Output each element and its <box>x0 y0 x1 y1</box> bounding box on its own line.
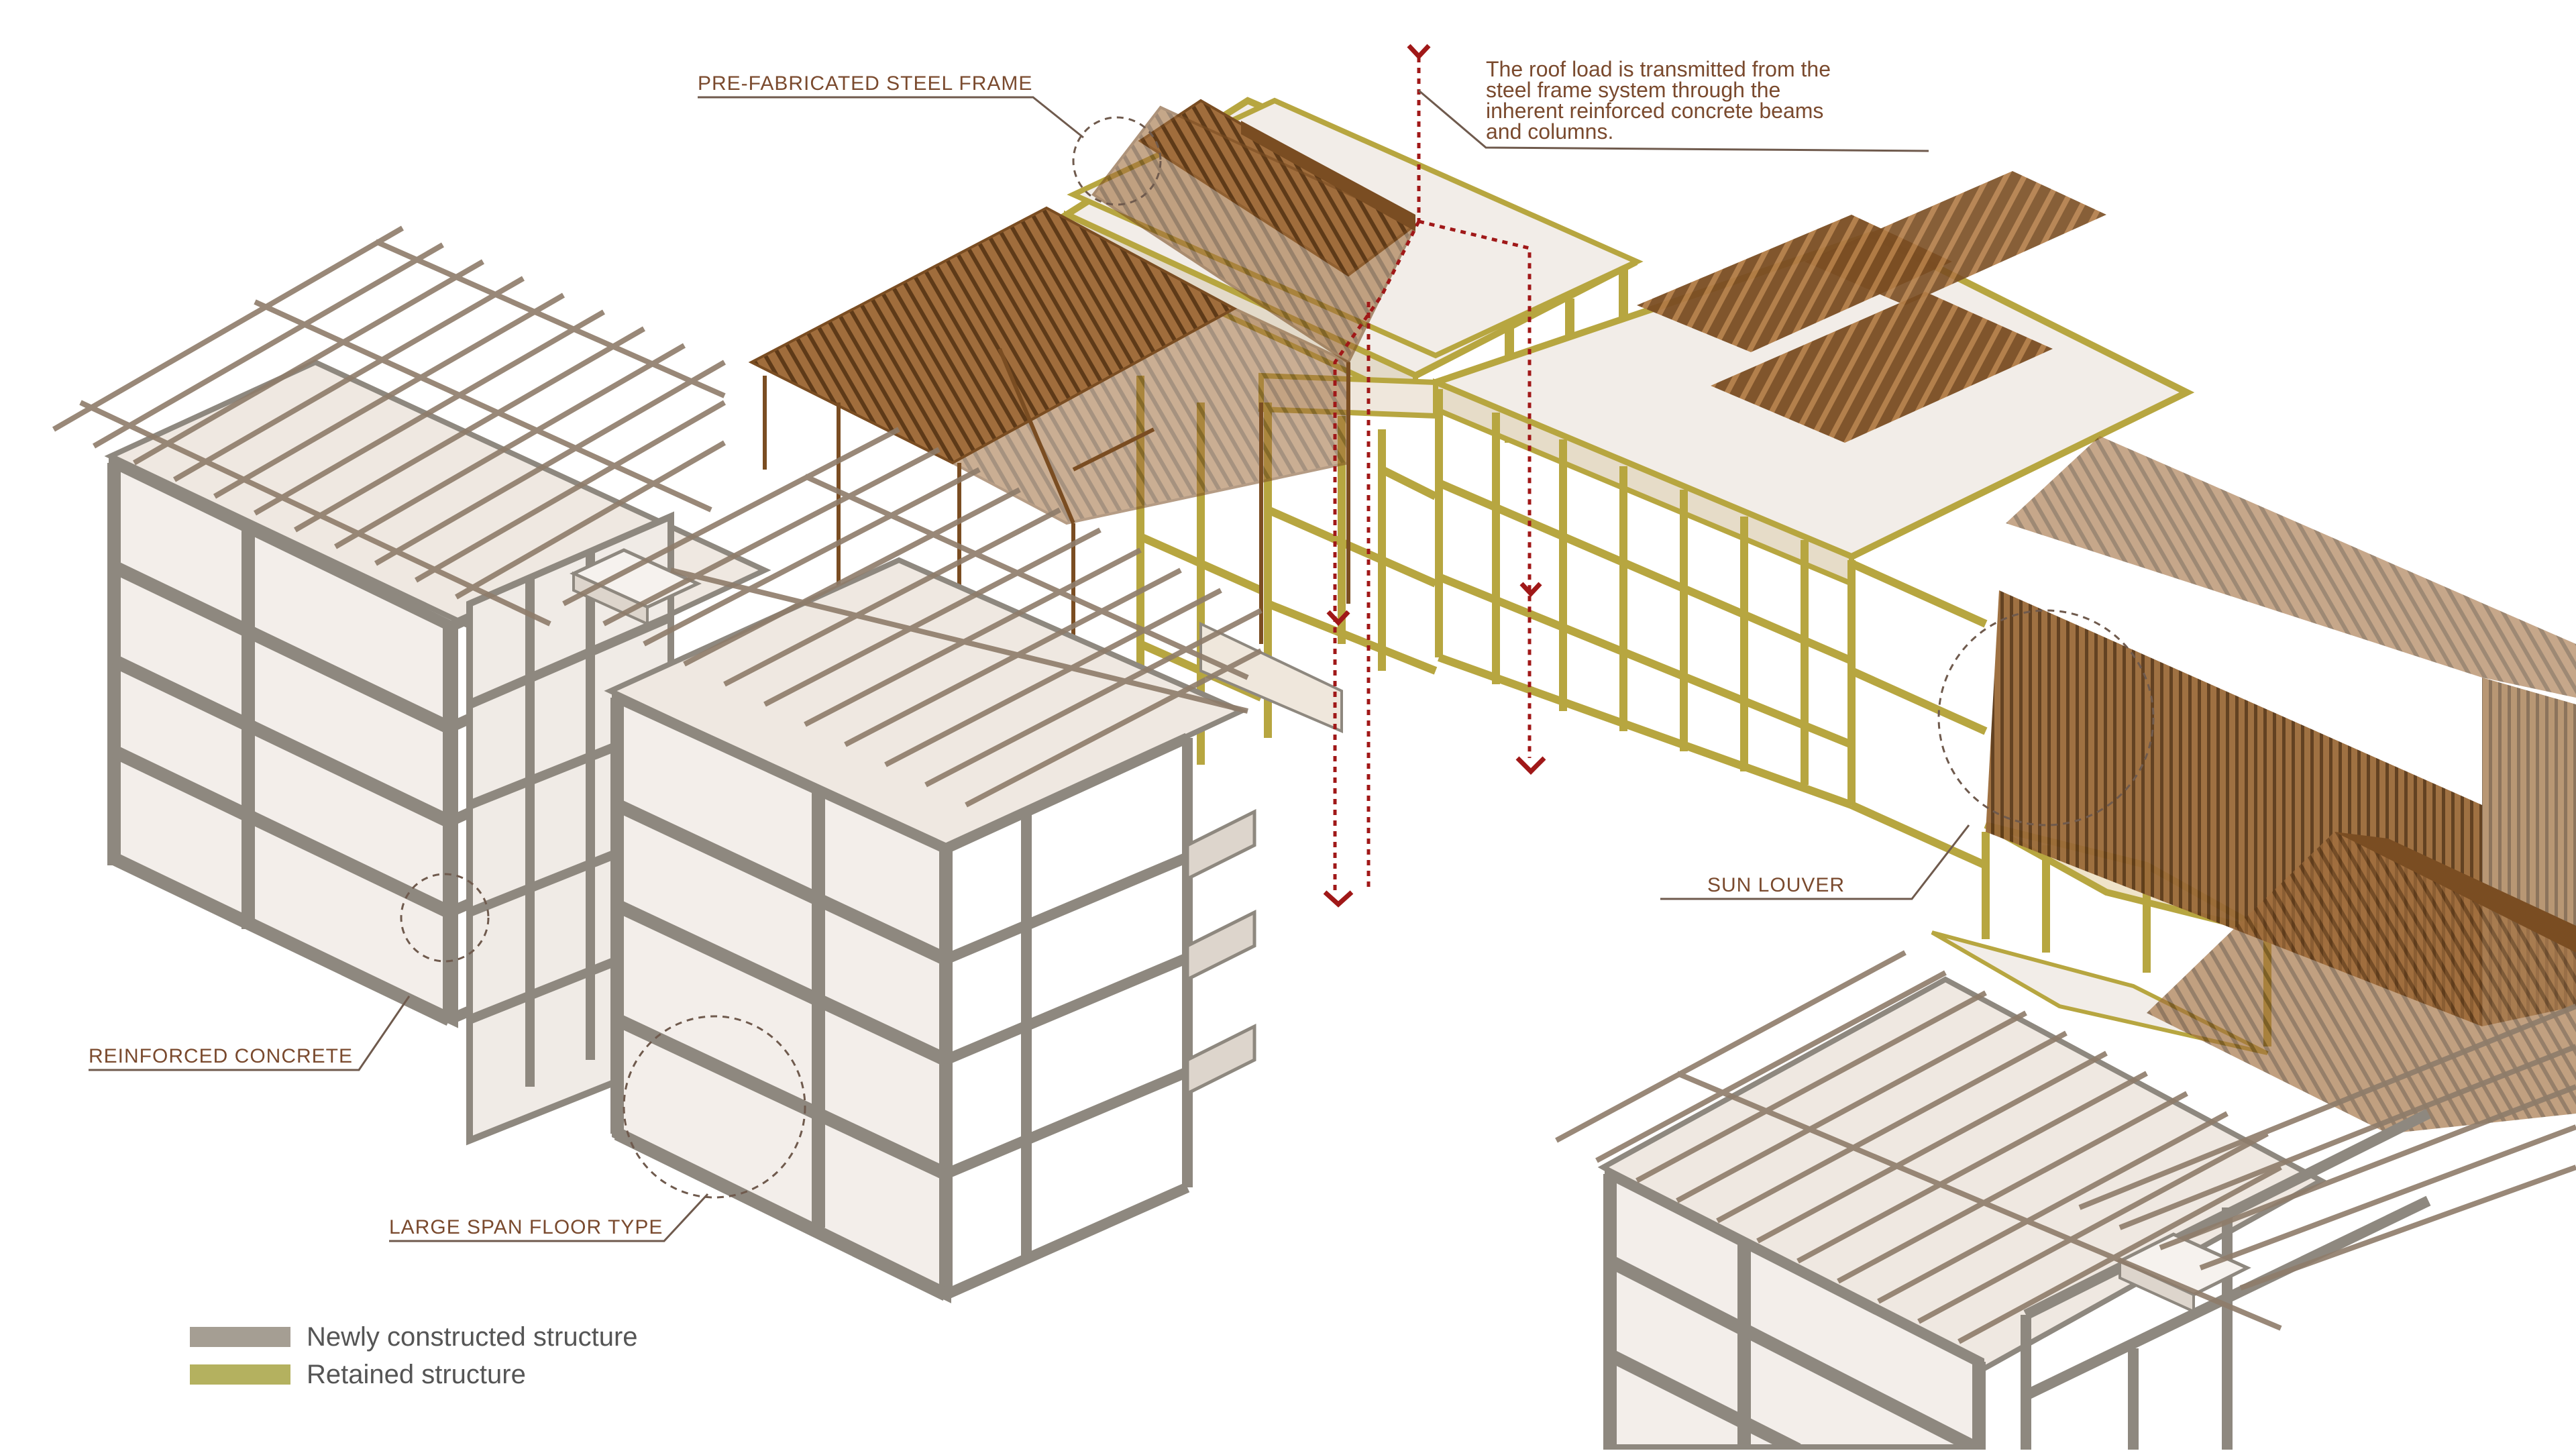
prefab-steel-roof <box>748 97 1644 724</box>
legend: Newly constructed structure Retained str… <box>190 1318 638 1393</box>
large-span-label: LARGE SPAN FLOOR TYPE <box>389 1216 663 1238</box>
left-pergola <box>52 225 726 627</box>
middle-block-new-structure <box>604 557 1256 1303</box>
right-pergola <box>1555 950 2576 1344</box>
note-line-2: steel frame system through the <box>1486 78 1781 102</box>
middle-pergola <box>562 427 1263 808</box>
load-arrow-heads <box>1323 44 1546 908</box>
legend-swatch-new <box>190 1327 290 1347</box>
note-line-4: and columns. <box>1486 119 1614 144</box>
reinforced-concrete-label: REINFORCED CONCRETE <box>89 1045 354 1067</box>
legend-item-retained: Retained structure <box>190 1356 638 1393</box>
load-path-arrows <box>1333 57 1532 892</box>
load-transfer-note: The roof load is transmitted from the st… <box>1486 57 1831 144</box>
callout-circles <box>400 116 2155 1199</box>
steel-frame-label: PRE-FABRICATED STEEL FRAME <box>698 72 1033 95</box>
legend-label-retained: Retained structure <box>307 1359 526 1389</box>
note-line-3: inherent reinforced concrete beams <box>1486 99 1824 123</box>
note-line-1: The roof load is transmitted from the <box>1486 57 1831 81</box>
legend-swatch-retained <box>190 1364 290 1385</box>
legend-label-new: Newly constructed structure <box>307 1322 638 1352</box>
leader-lines <box>89 89 1970 1242</box>
sun-louver-label: SUN LOUVER <box>1707 874 1845 896</box>
left-block-new-structure <box>104 359 771 1146</box>
roof-timber-grid <box>1637 171 2106 443</box>
legend-item-new: Newly constructed structure <box>190 1318 638 1356</box>
right-front-block <box>1597 832 2576 1453</box>
